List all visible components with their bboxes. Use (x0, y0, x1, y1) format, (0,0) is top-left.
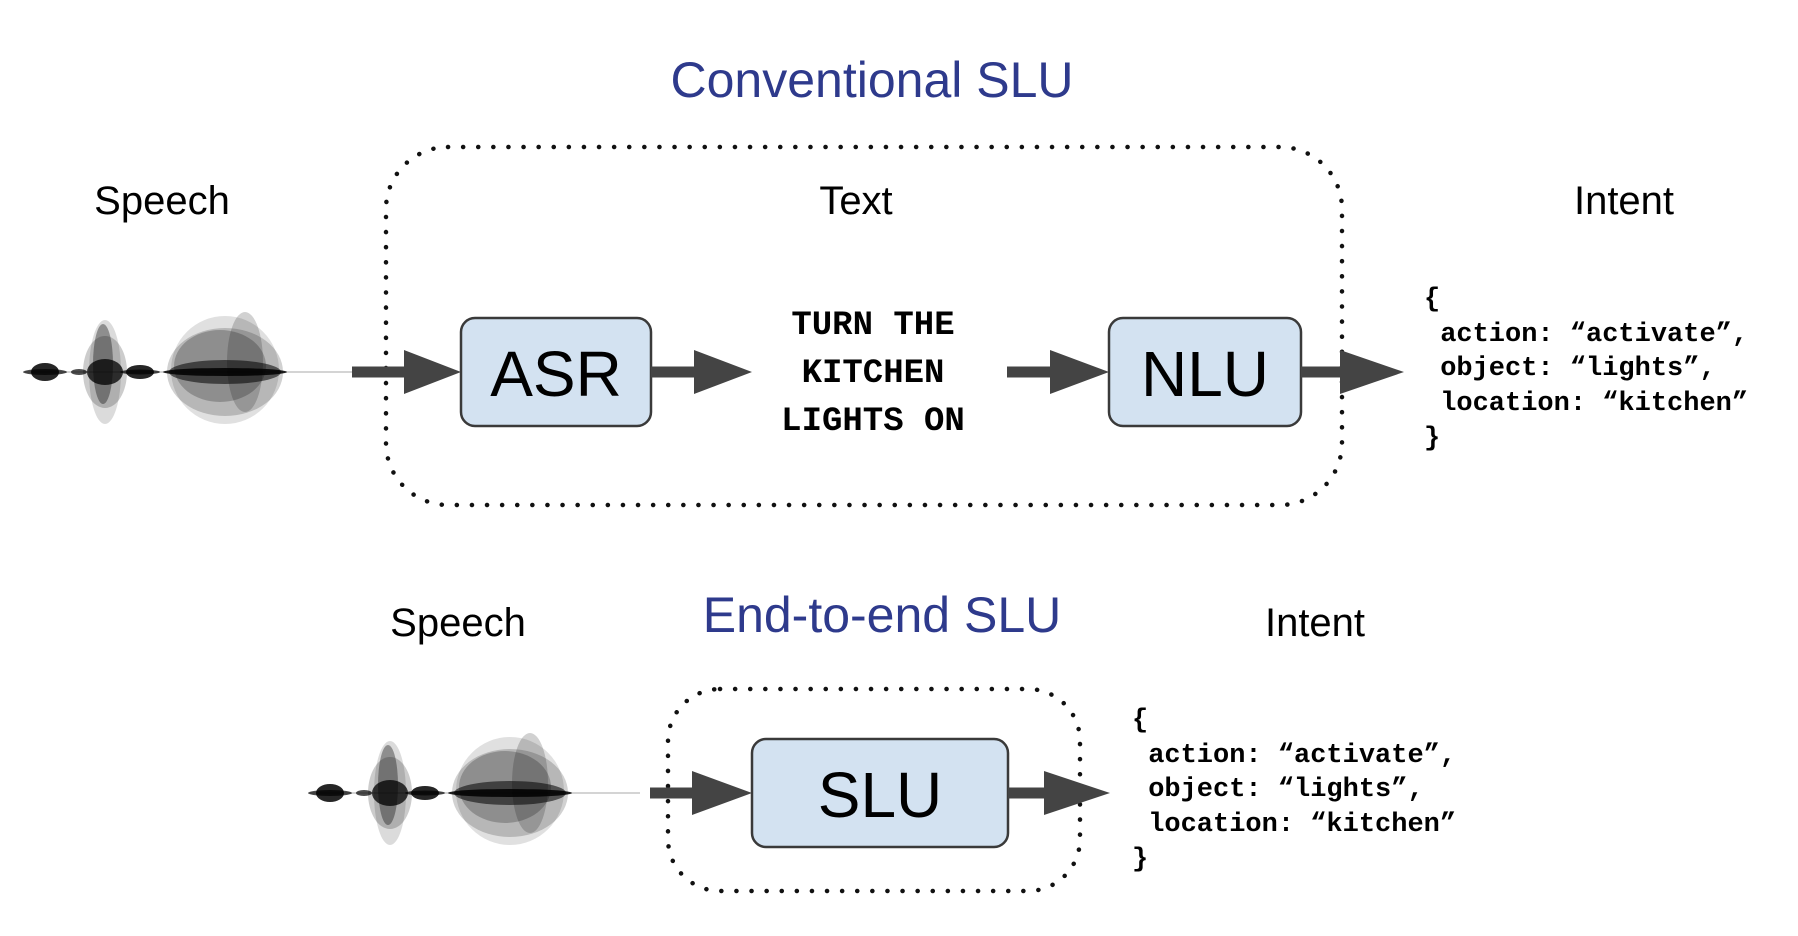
transcript-line-1: TURN THE (791, 307, 954, 345)
speech-label: Speech (390, 601, 526, 645)
intent-line: } (1424, 424, 1440, 454)
nlu-label: NLU (1141, 338, 1269, 410)
intent-line: } (1132, 845, 1148, 875)
conventional-title: Conventional SLU (670, 52, 1073, 108)
slu-label: SLU (818, 759, 943, 831)
slu-box: SLU (750, 737, 1010, 849)
arrow-speech-to-asr (352, 350, 461, 394)
end-to-end-title: End-to-end SLU (703, 587, 1062, 643)
intent-line: object: “lights”, (1424, 354, 1716, 384)
text-label: Text (819, 179, 892, 223)
speech-label: Speech (94, 179, 230, 223)
intent-line: object: “lights”, (1132, 775, 1424, 805)
speech-waveform-icon (22, 311, 356, 425)
speech-waveform-icon (307, 732, 641, 846)
intent-line: action: “activate”, (1424, 320, 1748, 350)
nlu-box: NLU (1107, 316, 1303, 428)
intent-line: { (1424, 285, 1440, 315)
conventional-pipeline-boundary (383, 144, 1345, 508)
transcript-line-3: LIGHTS ON (781, 403, 965, 441)
intent-line: location: “kitchen” (1132, 810, 1456, 840)
conventional-intent-json: { action: “activate”, object: “lights”, … (1424, 285, 1748, 454)
intent-line: location: “kitchen” (1424, 389, 1748, 419)
end-to-end-intent-json: { action: “activate”, object: “lights”, … (1132, 706, 1456, 875)
arrow-nlu-to-intent (1301, 350, 1404, 394)
asr-label: ASR (490, 338, 622, 410)
asr-box: ASR (459, 316, 653, 428)
intent-label: Intent (1265, 601, 1365, 645)
intent-line: action: “activate”, (1132, 741, 1456, 771)
arrow-slu-to-intent (1008, 771, 1110, 815)
arrow-speech-to-slu (650, 771, 752, 815)
arrow-asr-to-text (651, 350, 752, 394)
arrow-text-to-nlu (1007, 350, 1109, 394)
intent-label: Intent (1574, 179, 1674, 223)
transcript-line-2: KITCHEN (802, 355, 945, 393)
intent-line: { (1132, 706, 1148, 736)
